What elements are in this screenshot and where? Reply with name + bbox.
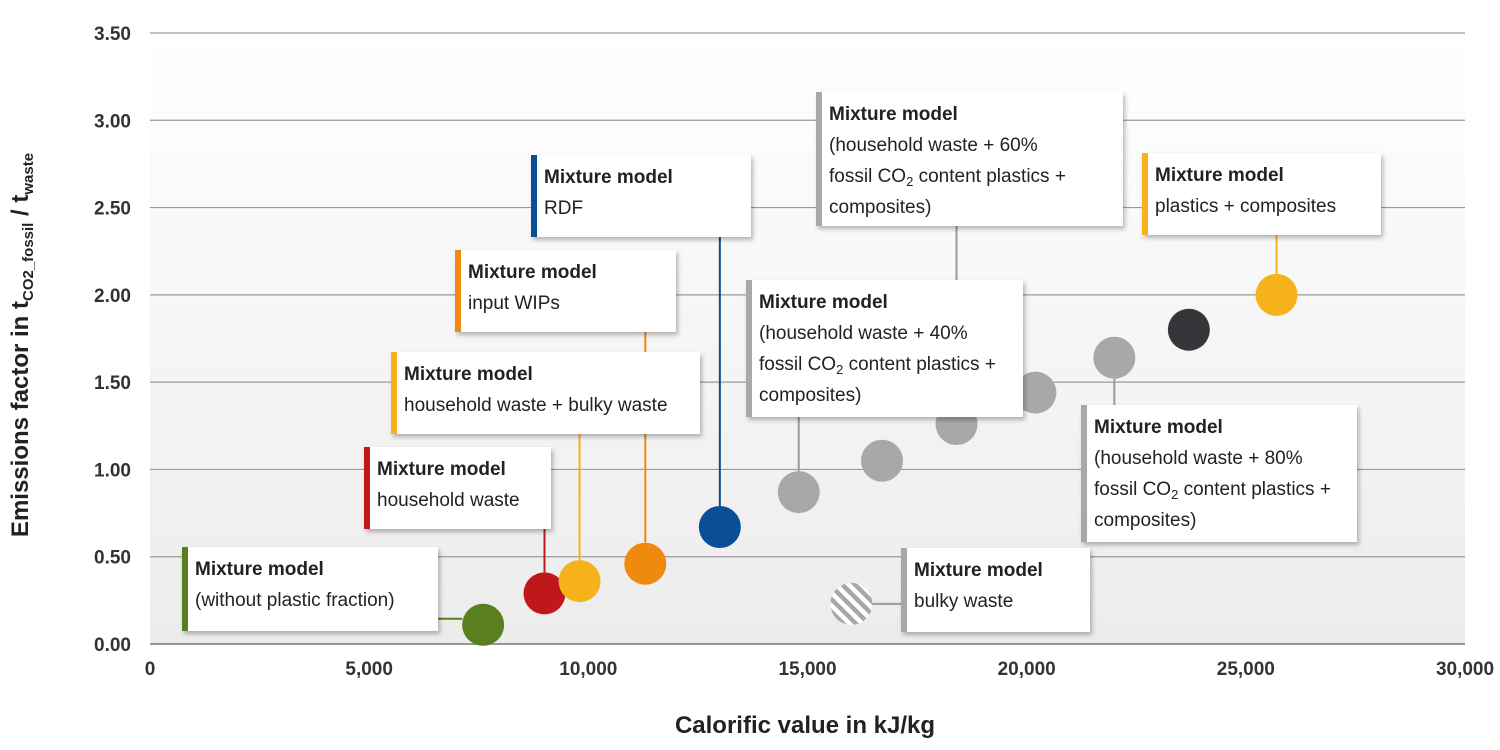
annotation-box: Mixture model (household waste + 40% fossi… xyxy=(746,280,1023,417)
x-tick-label: 15,000 xyxy=(778,659,836,680)
annotation-box: Mixture model bulky waste xyxy=(901,548,1090,632)
x-tick-label: 25,000 xyxy=(1217,659,1275,680)
annotation-title: Mixture model xyxy=(829,104,958,125)
annotation-panel xyxy=(531,155,751,237)
annotation-title: Mixture model xyxy=(544,167,673,188)
annotation-panel xyxy=(391,352,700,434)
annotation-title: Mixture model xyxy=(377,459,506,480)
x-axis-title: Calorific value in kJ/kg xyxy=(675,712,935,739)
annotation-text: (household waste + 60% xyxy=(829,135,1038,156)
annotation-title: Mixture model xyxy=(195,559,324,580)
data-point xyxy=(624,542,667,585)
annotation-panel xyxy=(746,280,1023,417)
data-point xyxy=(861,439,904,482)
annotation-accent-bar xyxy=(816,92,822,226)
annotation-box: Mixture model plastics + composites xyxy=(1142,153,1381,235)
annotation-text: (household waste + 40% xyxy=(759,323,968,344)
data-point xyxy=(1167,308,1210,351)
annotation-accent-bar xyxy=(182,547,188,631)
annotation-accent-bar xyxy=(455,250,461,332)
x-tick-label: 0 xyxy=(145,659,156,680)
annotation-panel xyxy=(364,447,551,529)
data-point xyxy=(698,506,741,549)
data-point xyxy=(558,560,601,603)
data-point xyxy=(830,582,873,625)
y-tick-label: 2.00 xyxy=(94,286,131,307)
annotation-panel xyxy=(1142,153,1381,235)
annotation-title: Mixture model xyxy=(914,560,1043,581)
y-tick-label: 0.50 xyxy=(94,548,131,569)
annotation-text: (household waste + 80% xyxy=(1094,448,1303,469)
annotation-panel xyxy=(816,92,1123,226)
y-tick-label: 2.50 xyxy=(94,199,131,220)
data-point xyxy=(462,603,505,646)
annotation-box: Mixture model (household waste + 80% fossi… xyxy=(1081,405,1357,542)
annotation-box: Mixture model household waste + bulky was… xyxy=(391,352,700,434)
annotation-box: Mixture model input WIPs xyxy=(455,250,676,332)
data-point xyxy=(1014,371,1057,414)
annotation-text: plastics + composites xyxy=(1155,196,1336,217)
data-point xyxy=(1255,273,1298,316)
annotation-text: household waste + bulky waste xyxy=(404,395,668,416)
annotation-panel xyxy=(901,548,1090,632)
annotation-accent-bar xyxy=(746,280,752,417)
annotation-text: bulky waste xyxy=(914,591,1013,612)
annotation-text: composites) xyxy=(1094,510,1196,531)
x-tick-label: 20,000 xyxy=(998,659,1056,680)
annotation-title: Mixture model xyxy=(468,262,597,283)
annotation-title: Mixture model xyxy=(404,364,533,385)
y-axis-title: Emissions factor in tCO2_fossil / twaste xyxy=(7,153,37,537)
x-tick-label: 5,000 xyxy=(345,659,393,680)
annotation-text: composites) xyxy=(829,197,931,218)
annotation-accent-bar xyxy=(364,447,370,529)
annotation-text: (without plastic fraction) xyxy=(195,590,395,611)
annotation-text: fossil CO2 content plastics + xyxy=(1094,479,1331,502)
y-tick-label: 1.50 xyxy=(94,373,131,394)
annotation-text: composites) xyxy=(759,385,861,406)
annotation-accent-bar xyxy=(1081,405,1087,542)
annotation-box: Mixture model (without plastic fraction) xyxy=(182,547,438,631)
data-point xyxy=(777,471,820,514)
annotation-panel xyxy=(182,547,438,631)
y-tick-label: 1.00 xyxy=(94,460,131,481)
annotation-box: Mixture model household waste xyxy=(364,447,551,529)
annotation-title: Mixture model xyxy=(759,292,888,313)
x-tick-label: 30,000 xyxy=(1436,659,1494,680)
annotation-accent-bar xyxy=(531,155,537,237)
annotation-text: input WIPs xyxy=(468,293,560,314)
annotation-text: fossil CO2 content plastics + xyxy=(759,354,996,377)
y-tick-label: 3.00 xyxy=(94,111,131,132)
annotation-text: fossil CO2 content plastics + xyxy=(829,166,1066,189)
annotation-title: Mixture model xyxy=(1094,417,1223,438)
annotation-accent-bar xyxy=(901,548,907,632)
data-point xyxy=(1093,336,1136,379)
annotation-title: Mixture model xyxy=(1155,165,1284,186)
y-tick-label: 0.00 xyxy=(94,635,131,656)
x-tick-label: 10,000 xyxy=(559,659,617,680)
annotation-panel xyxy=(455,250,676,332)
annotation-panel xyxy=(1081,405,1357,542)
annotation-text: RDF xyxy=(544,198,583,219)
annotation-text: household waste xyxy=(377,490,520,511)
annotation-accent-bar xyxy=(1142,153,1148,235)
annotation-box: Mixture model (household waste + 60% fossi… xyxy=(816,92,1123,226)
annotation-accent-bar xyxy=(391,352,397,434)
y-tick-label: 3.50 xyxy=(94,24,131,45)
data-point xyxy=(523,572,566,615)
